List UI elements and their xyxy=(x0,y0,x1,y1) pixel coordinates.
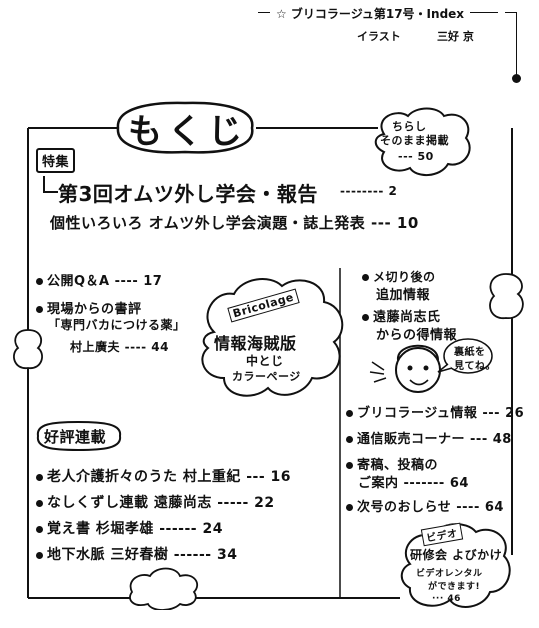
right-item-endo-info-line2: からの得情報 xyxy=(376,328,458,343)
bullet-icon xyxy=(36,473,43,481)
center-cloud-sub1: 中とじ xyxy=(246,354,284,368)
bullet-icon xyxy=(36,499,43,507)
decor-cloud-left xyxy=(13,329,43,369)
cloud-bottom-line2: ビデオレンタル xyxy=(416,569,483,579)
serial-item-1-title: 老人介護折々のうた xyxy=(47,469,178,485)
right-item-late-info[interactable]: メ切り後の xyxy=(362,268,436,285)
list-item-review-line3: 村上廣夫 ---- 44 xyxy=(70,340,169,354)
bullet-icon xyxy=(36,551,43,559)
cloud-top-page: --- 50 xyxy=(398,150,434,163)
special-bracket xyxy=(43,176,58,193)
toc-title: もくじ xyxy=(128,112,248,152)
list-item-review-text: 現場からの書評 xyxy=(47,302,142,317)
serial-item-3-page: ------ 24 xyxy=(159,521,223,537)
center-cloud-title: 情報海賊版 xyxy=(214,334,297,353)
speech-line1: 裏紙を xyxy=(454,347,486,358)
right-item-late-info-line1: メ切り後の xyxy=(373,270,436,284)
serial-item-3[interactable]: 覚え書 杉堀孝雄 ------ 24 xyxy=(36,518,223,538)
bullet-icon xyxy=(346,436,353,443)
illustrator-name: 三好 京 xyxy=(437,30,474,43)
right-item-late-info-line2: 追加情報 xyxy=(376,288,431,303)
serial-item-3-author: 杉堀孝雄 xyxy=(95,521,154,537)
special-subtitle[interactable]: 個性いろいろ オムツ外し学会演題・誌上発表 --- 10 xyxy=(50,214,419,232)
list-item-review[interactable]: 現場からの書評 xyxy=(36,298,142,317)
bullet-icon xyxy=(36,278,43,285)
list-item-qa-text: 公開Q＆A ---- 17 xyxy=(47,274,163,289)
bullet-icon xyxy=(362,314,369,321)
header-title: ☆ ブリコラージュ第17号・Index xyxy=(270,5,471,22)
serial-item-1[interactable]: 老人介護折々のうた 村上重紀 --- 16 xyxy=(36,466,291,486)
cloud-top xyxy=(374,107,471,176)
right-item-endo-info[interactable]: 遠藤尚志氏 xyxy=(362,306,441,325)
bullet-icon xyxy=(36,525,43,533)
decor-cloud-right xyxy=(489,273,524,319)
bullet-icon xyxy=(346,410,353,417)
speech-line2: 見てね。 xyxy=(454,361,496,372)
cloud-bottom-line1: 研修会 よびかけ xyxy=(410,548,503,562)
header-rule-right xyxy=(505,12,517,13)
right-item-contributions-text: 寄稿、投稿の xyxy=(357,458,439,473)
serial-badge-frame xyxy=(36,420,122,452)
serial-item-4-page: ------ 34 xyxy=(173,547,238,563)
bullet-icon xyxy=(346,462,353,469)
cloud-bottom-page: ··· 46 xyxy=(432,594,461,604)
character-illustration-icon xyxy=(369,338,493,393)
header-rule-vertical xyxy=(516,12,517,78)
right-item-next-issue[interactable]: 次号のおしらせ ---- 64 xyxy=(346,496,504,515)
right-item-contributions[interactable]: 寄稿、投稿の xyxy=(346,454,438,473)
serial-item-3-title: 覚え書 xyxy=(47,521,91,537)
illustration-label: イラスト xyxy=(357,30,401,43)
serial-item-2-author: 遠藤尚志 xyxy=(153,495,212,511)
bullet-icon xyxy=(346,504,353,511)
cloud-top-line1: ちらし xyxy=(392,120,427,133)
serial-item-1-page: --- 16 xyxy=(246,469,292,485)
right-item-info-text: ブリコラージュ情報 --- 26 xyxy=(357,406,525,421)
serial-item-2-title: なしくずし連載 xyxy=(47,495,149,511)
right-item-contributions-line2: ご案内 ------- 64 xyxy=(358,476,469,491)
right-item-info[interactable]: ブリコラージュ情報 --- 26 xyxy=(346,402,524,421)
special-main-text: 第3回オムツ外し学会・報告 xyxy=(58,182,318,206)
list-item-review-line2: 「専門バカにつける薬」 xyxy=(48,318,186,332)
special-main-page: -------- 2 xyxy=(340,184,398,198)
special-main-title[interactable]: 第3回オムツ外し学会・報告 xyxy=(58,178,318,207)
right-item-endo-info-line1: 遠藤尚志氏 xyxy=(373,310,441,325)
center-cloud-sub2: カラーページ xyxy=(232,370,301,383)
title-bubble xyxy=(116,101,254,154)
list-item-qa[interactable]: 公開Q＆A ---- 17 xyxy=(36,270,162,289)
special-badge: 特集 xyxy=(36,148,76,173)
bullet-icon xyxy=(362,274,369,281)
decor-cloud-bottom xyxy=(129,567,199,610)
center-cloud xyxy=(201,278,344,397)
right-item-mail-order[interactable]: 通信販売コーナー --- 48 xyxy=(346,428,512,447)
serial-item-2[interactable]: なしくずし連載 遠藤尚志 ----- 22 xyxy=(36,492,275,512)
serial-item-1-author: 村上重紀 xyxy=(182,469,241,485)
cloud-bottom-line3: ができます! xyxy=(428,582,481,592)
right-item-next-issue-text: 次号のおしらせ ---- 64 xyxy=(357,500,504,515)
right-item-mail-order-text: 通信販売コーナー --- 48 xyxy=(357,432,512,447)
header-dot xyxy=(512,74,521,83)
serial-item-4[interactable]: 地下水脈 三好春樹 ------ 34 xyxy=(36,544,237,564)
serial-item-4-author: 三好春樹 xyxy=(110,547,169,563)
bullet-icon xyxy=(36,306,43,313)
serial-badge: 好評連載 xyxy=(44,428,107,446)
serial-item-2-page: ----- 22 xyxy=(217,495,275,511)
serial-item-4-title: 地下水脈 xyxy=(47,547,105,563)
cloud-top-line2: そのまま掲載 xyxy=(380,134,449,147)
